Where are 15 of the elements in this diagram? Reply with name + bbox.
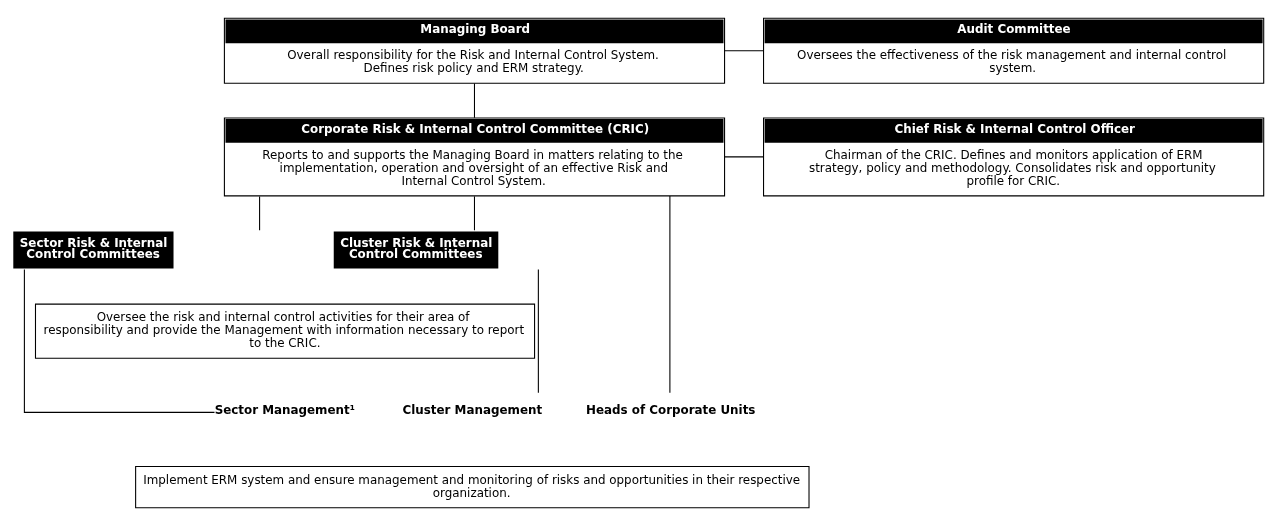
connector [724, 156, 764, 158]
node-box: Oversee the risk and internal control activities for their area of responsibility and provide the Management with information necessary to report to the CRIC. [34, 303, 536, 359]
connector [724, 50, 764, 52]
node-box: Cluster Risk & Internal Control Committees [333, 231, 499, 269]
connector [669, 195, 671, 394]
connector [473, 82, 476, 119]
node-text: Sector Management¹ [214, 403, 355, 418]
node-box: Implement ERM system and ensure management and monitoring of risks and opportunities in their respective organization. [135, 466, 810, 509]
connector [473, 195, 476, 231]
node-text: Cluster Management [402, 403, 543, 418]
connector [23, 269, 216, 413]
node-text: Heads of Corporate Units [585, 403, 756, 418]
node-box: Sector Risk & Internal Control Committees [13, 231, 174, 269]
connector [259, 195, 261, 231]
connector [537, 269, 539, 394]
